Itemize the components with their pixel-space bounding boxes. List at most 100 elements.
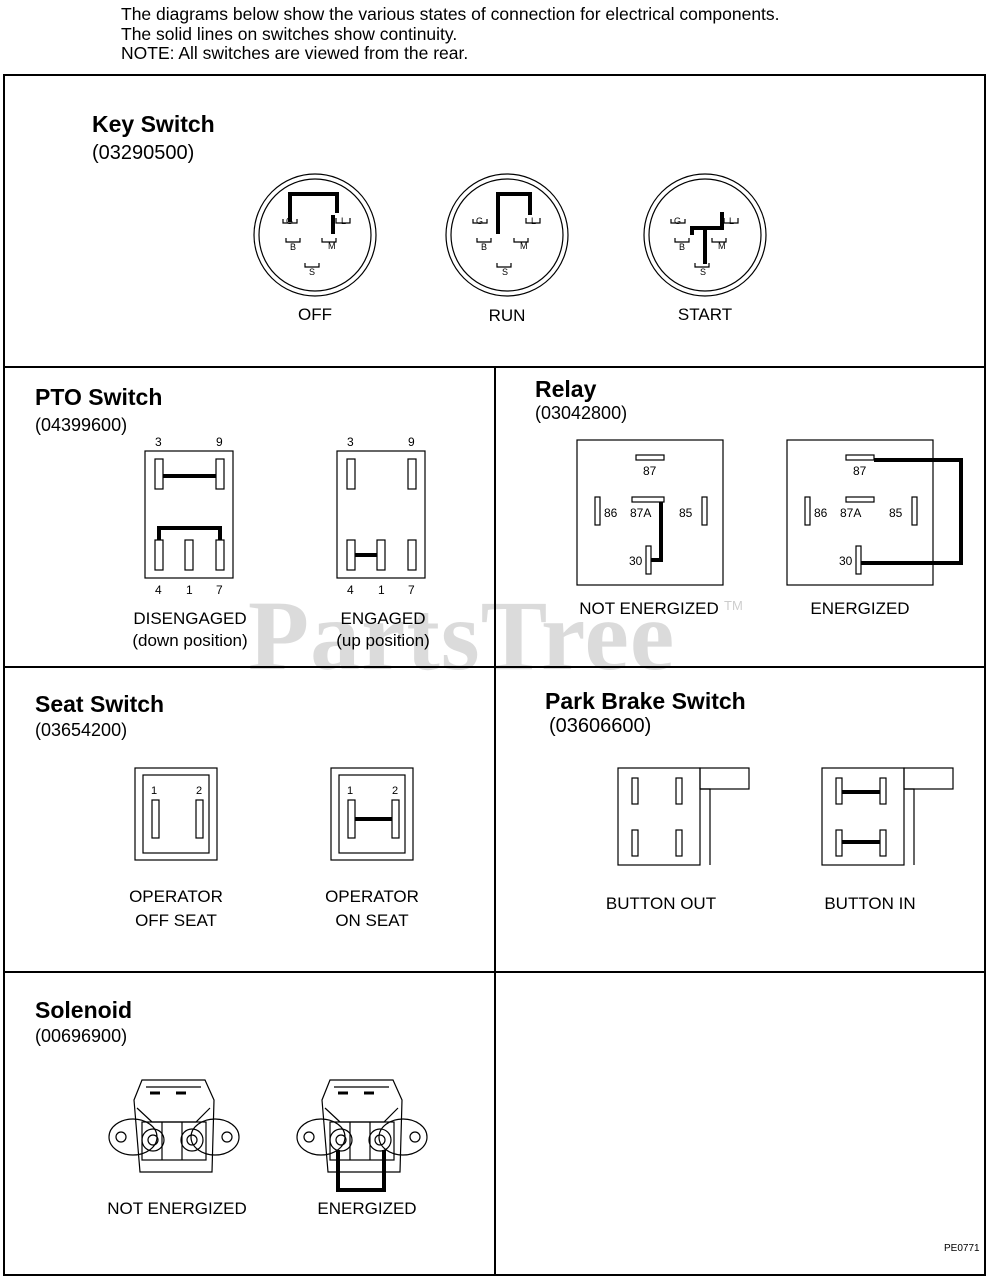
seat-switch-diagrams [134,767,414,861]
pto-caption-disengaged-sub: (down position) [132,631,248,650]
seat-off-label-2: 2 [196,785,202,797]
pto-caption-disengaged-label: DISENGAGED [133,609,247,628]
relay-ne-label-87a: 87A [630,506,651,520]
key-off-label-b: B [290,242,296,252]
intro-line-1: The diagrams below show the various stat… [121,4,780,24]
key-switch-caption-start: START [677,305,733,324]
key-switch-part-number: (03290500) [92,142,195,164]
pto-dis-label-9: 9 [216,435,223,449]
relay-caption-energized: ENERGIZED [810,599,910,618]
relay-e-label-85: 85 [889,506,903,520]
relay-e-label-86: 86 [814,506,828,520]
seat-on-label-1: 1 [347,785,353,797]
solenoid-energized [296,1079,428,1192]
solenoid-not-energized [108,1079,240,1173]
relay-title: Relay [535,376,597,402]
key-off-label-m: M [328,241,336,251]
pto-switch-disengaged [144,450,234,579]
solenoid-caption-not-energized: NOT ENERGIZED [107,1199,247,1218]
intro-line-2: The solid lines on switches show continu… [121,23,458,44]
pto-caption-engaged-label: ENGAGED [340,609,426,628]
pto-caption-disengaged: DISENGAGED (down position) [110,608,270,652]
park-brake-diagrams [617,767,954,866]
key-switch-start [643,173,767,297]
key-switch-off [253,173,377,297]
pto-switch-diagrams [144,450,426,579]
key-switch-caption-run: RUN [488,306,526,325]
relay-e-label-30: 30 [839,554,853,568]
pto-dis-label-3: 3 [155,435,162,449]
park-brake-caption-button-out: BUTTON OUT [605,894,717,913]
relay-not-energized [576,439,724,586]
key-off-label-s: S [309,267,315,277]
panel-frame [3,74,986,1276]
pto-eng-label-7: 7 [408,583,415,597]
seat-caption-off-seat: OPERATOR OFF SEAT [106,885,246,933]
key-start-label-g: G [674,216,681,226]
key-off-label-g: G [286,216,293,226]
key-run-label-b: B [481,242,487,252]
key-switch-caption-off: OFF [298,305,332,324]
seat-caption-on-seat: OPERATOR ON SEAT [302,885,442,933]
watermark: PartsTree [248,580,676,691]
relay-ne-label-30: 30 [629,554,643,568]
key-switch-run [445,173,569,297]
watermark-trademark: TM [724,598,743,613]
solenoid-title: Solenoid [35,997,133,1023]
key-run-label-l: L [531,216,536,226]
relay-caption-not-energized: NOT ENERGIZED [579,599,719,618]
pto-eng-label-4: 4 [347,583,354,597]
relay-ne-label-85: 85 [679,506,693,520]
relay-terminal-labels: 87 86 87A 85 30 87 86 87A 85 30 [604,464,903,568]
pto-switch-part-number: (04399600) [35,415,128,435]
pto-terminal-labels: 3 9 4 1 7 3 9 4 1 7 [155,435,415,597]
key-start-label-s: S [700,267,706,277]
intro-text: The diagrams below show the various stat… [121,4,780,64]
solenoid-caption-energized: ENERGIZED [317,1199,417,1218]
figure-code: PE0771 [944,1243,980,1254]
seat-caption-off-seat-line2: OFF SEAT [135,911,217,930]
relay-e-label-87a: 87A [840,506,861,520]
seat-on-label-2: 2 [392,785,398,797]
solenoid-part-number: (00696900) [35,1026,128,1046]
key-switch-diagrams [253,173,767,297]
pto-switch-engaged [336,450,426,579]
solenoid-diagrams [108,1079,428,1192]
seat-off-label-1: 1 [151,785,157,797]
key-run-label-g: G [476,216,483,226]
relay-energized [786,439,963,586]
pto-eng-label-3: 3 [347,435,354,449]
key-switch-title: Key Switch [92,111,215,137]
pto-dis-label-4: 4 [155,583,162,597]
key-start-label-l: L [729,216,734,226]
park-brake-title: Park Brake Switch [545,688,746,714]
relay-e-label-87: 87 [853,464,867,478]
park-brake-button-in [821,767,954,866]
park-brake-button-out [617,767,750,866]
seat-caption-on-seat-line2: ON SEAT [335,911,409,930]
seat-switch-on-seat [330,767,414,861]
key-off-label-l: L [341,216,346,226]
key-start-label-m: M [718,241,726,251]
intro-line-3: NOTE: All switches are viewed from the r… [121,43,469,63]
key-run-label-s: S [502,267,508,277]
seat-switch-part-number: (03654200) [35,720,128,740]
seat-switch-title: Seat Switch [35,691,165,717]
pto-eng-label-1: 1 [378,583,385,597]
key-run-label-m: M [520,241,528,251]
relay-ne-label-86: 86 [604,506,618,520]
seat-caption-off-seat-line1: OPERATOR [129,887,223,906]
pto-dis-label-1: 1 [186,583,193,597]
terminal-labels: G L B M S G L B M S G L B M S [286,216,734,277]
pto-switch-title: PTO Switch [35,384,163,410]
seat-switch-off-seat [134,767,218,861]
seat-caption-on-seat-line1: OPERATOR [325,887,419,906]
pto-dis-label-7: 7 [216,583,223,597]
relay-ne-label-87: 87 [643,464,657,478]
pto-caption-engaged-sub: (up position) [336,631,430,650]
seat-terminal-labels: 1 2 1 2 [151,785,398,797]
pto-caption-engaged: ENGAGED (up position) [303,608,463,652]
relay-diagrams [576,439,963,586]
key-start-label-b: B [679,242,685,252]
